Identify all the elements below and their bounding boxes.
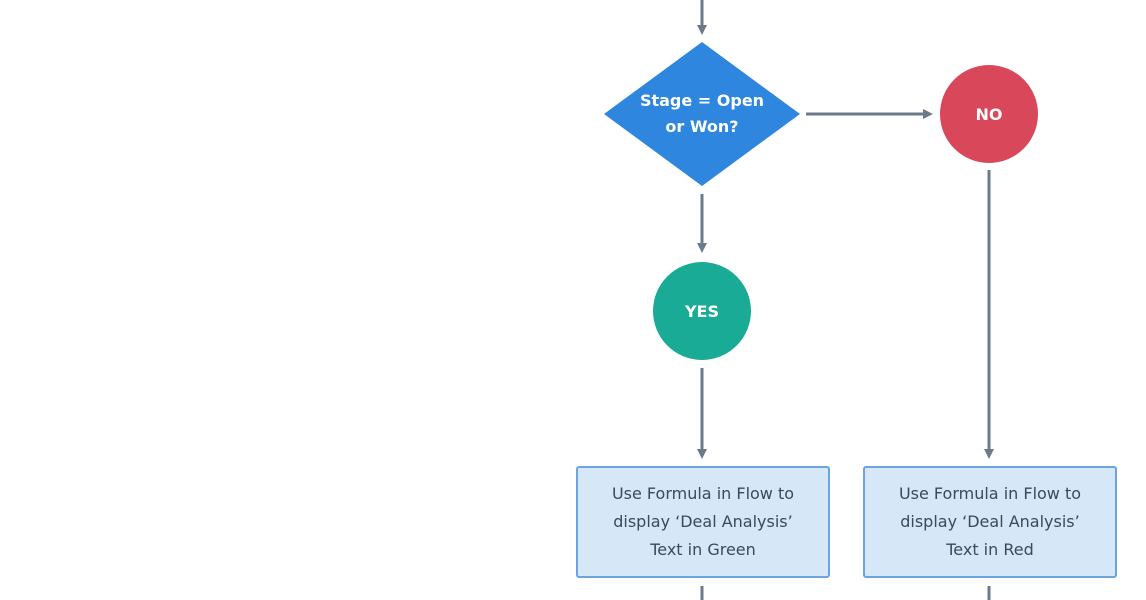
- no-label: NO: [975, 104, 1003, 124]
- action-box-red-text: Use Formula in Flow to display ‘Deal Ana…: [863, 466, 1117, 578]
- decision-node: Stage = Open or Won?: [604, 42, 800, 186]
- action-box-green-text: Use Formula in Flow to display ‘Deal Ana…: [576, 466, 830, 578]
- action-box-red-label: Use Formula in Flow to display ‘Deal Ana…: [898, 484, 1082, 559]
- action-box-green-label: Use Formula in Flow to display ‘Deal Ana…: [611, 484, 795, 559]
- decision-diamond-shape: [604, 42, 800, 186]
- yes-label: YES: [684, 301, 720, 321]
- no-node: NO: [940, 65, 1038, 163]
- decision-label: Stage = Open or Won?: [639, 91, 765, 136]
- yes-node: YES: [653, 262, 751, 360]
